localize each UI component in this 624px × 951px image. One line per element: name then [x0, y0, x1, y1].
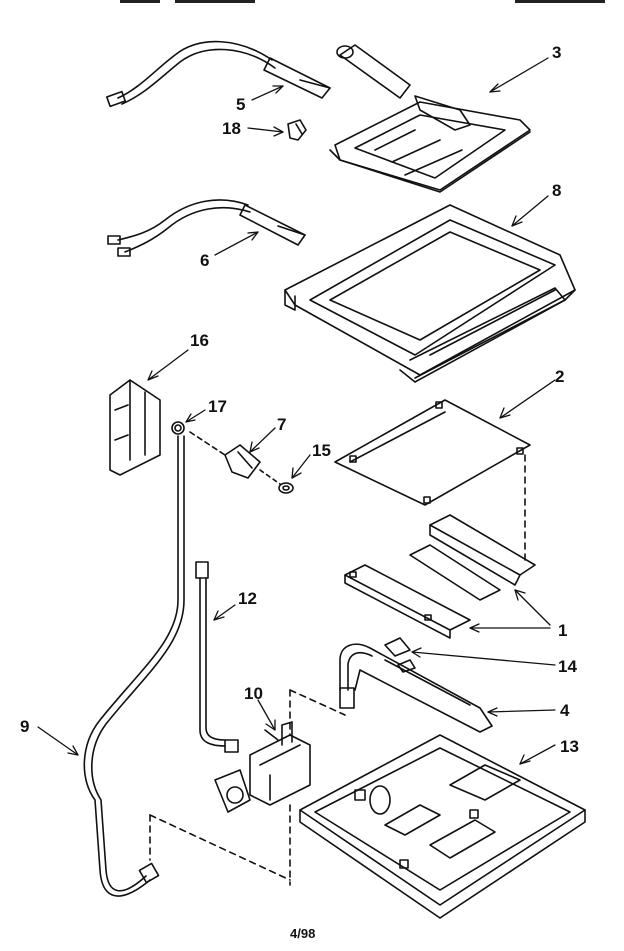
callout-10: 10 — [244, 684, 263, 703]
part-1-brackets — [344, 454, 536, 639]
callout-8: 8 — [552, 181, 562, 200]
callout-16: 16 — [190, 331, 209, 350]
callout-15: 15 — [312, 441, 331, 460]
part-14-clip — [384, 637, 416, 673]
callout-13: 13 — [560, 737, 579, 756]
footer-date-code: 4/98 — [290, 926, 316, 941]
callout-7: 7 — [277, 415, 287, 434]
part-15-washer — [259, 469, 294, 494]
callout-2: 2 — [555, 367, 565, 386]
part-17-fitting — [171, 421, 185, 435]
part-16-bracket — [109, 379, 161, 476]
part-9-gas-tube — [83, 435, 185, 897]
part-3-burner-plate — [329, 44, 531, 193]
part-10-valve — [214, 689, 346, 813]
part-5-wire-harness — [105, 40, 331, 108]
header-fragment — [515, 0, 605, 3]
callout-4: 4 — [560, 701, 570, 720]
callout-6: 6 — [200, 251, 210, 270]
part-18-clip — [287, 119, 307, 141]
assembly-dash-lines — [149, 804, 291, 886]
callout-5: 5 — [236, 95, 246, 114]
part-7-orifice-holder — [189, 431, 261, 479]
part-8-drip-tray — [284, 204, 576, 383]
callout-17: 17 — [208, 397, 227, 416]
callout-18: 18 — [222, 119, 241, 138]
header-fragment — [175, 0, 255, 3]
part-13-burner-box — [299, 734, 586, 919]
callout-12: 12 — [238, 589, 257, 608]
leader-lines — [37, 57, 556, 765]
callout-9: 9 — [20, 717, 30, 736]
part-6-wire-harness — [107, 199, 306, 257]
part-2-shield-sheet — [334, 399, 531, 506]
callout-3: 3 — [552, 43, 562, 62]
callout-14: 14 — [558, 657, 577, 676]
part-12-gas-tube — [195, 561, 226, 747]
part-4-burner-tube — [339, 643, 493, 733]
header-fragment — [120, 0, 160, 3]
callout-1: 1 — [558, 621, 568, 640]
